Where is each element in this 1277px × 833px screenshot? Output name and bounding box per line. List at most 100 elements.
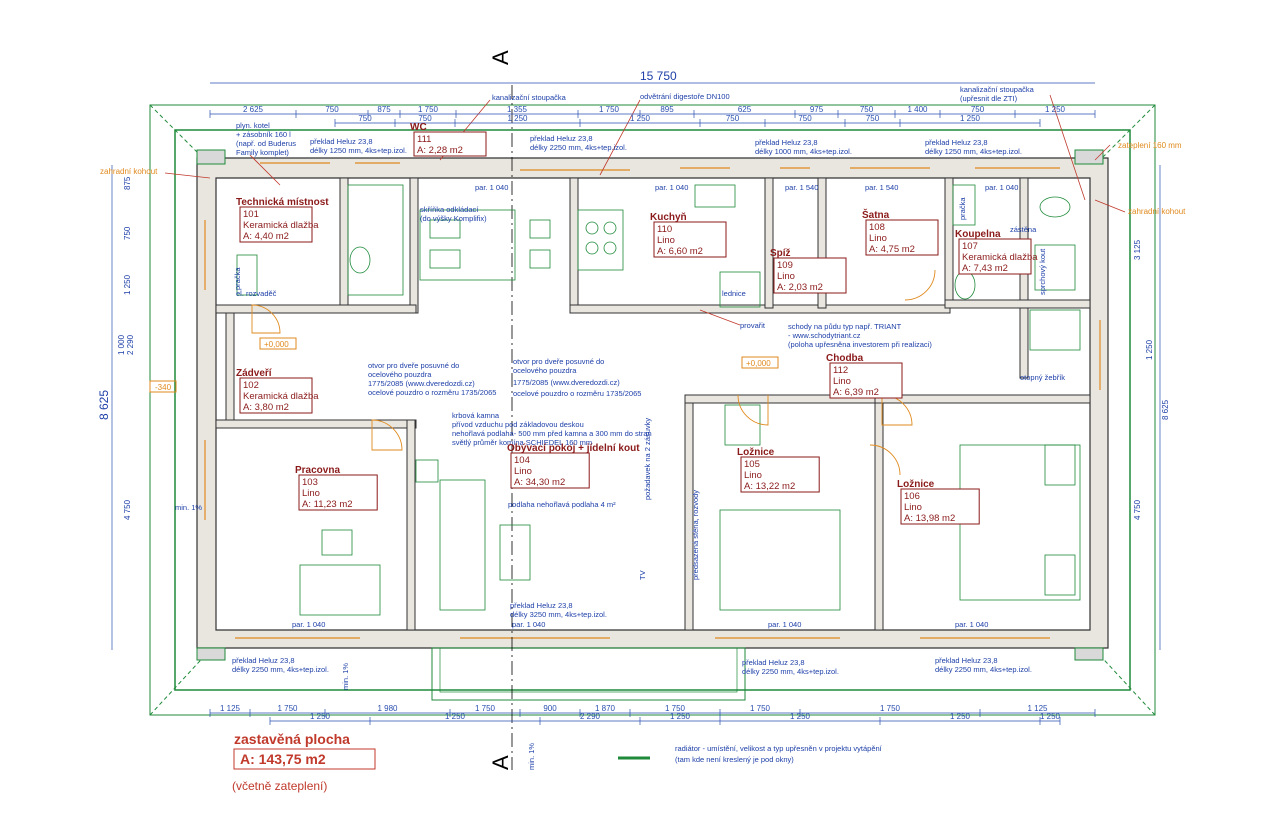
window-lintels bbox=[204, 162, 1101, 639]
podlaha: podlaha nehořlavá podlaha 4 m² bbox=[508, 500, 616, 509]
otvor2-b: ocelového pouzdra bbox=[513, 366, 577, 375]
otvor2-c: 1775/2085 (www.dveredozdi.cz) bbox=[513, 378, 620, 387]
kanal-left-label: kanalizační stoupačka bbox=[492, 93, 567, 102]
kanal-right-label: kanalizační stoupačka bbox=[960, 85, 1035, 94]
room-num: 108 bbox=[869, 222, 885, 233]
summary-note: (včetně zateplení) bbox=[232, 779, 327, 793]
room-floor: Keramická dlažba bbox=[243, 220, 319, 231]
kamna-2: přívod vzduchu pod základovou deskou bbox=[452, 420, 584, 429]
corner-pillars bbox=[196, 149, 1104, 661]
dim-bottom-outer-9: 1 125 bbox=[1027, 704, 1048, 713]
room-name: Kuchyň bbox=[650, 212, 687, 223]
dim-top-outer-11: 750 bbox=[971, 105, 985, 114]
terrace-inner bbox=[439, 647, 738, 693]
preklad-6b: délky 3250 mm, 4ks+tep.izol. bbox=[510, 610, 607, 619]
lednice: lednice bbox=[722, 289, 746, 298]
room-area: A: 6,39 m2 bbox=[833, 387, 879, 398]
room-name: Ložnice bbox=[897, 479, 935, 490]
preklad-7a: překlad Heluz 23,8 bbox=[742, 658, 805, 667]
dim-bottom-outer-0: 1 125 bbox=[220, 704, 241, 713]
room-area: A: 11,23 m2 bbox=[302, 499, 353, 510]
dim-left-5: 2 290 bbox=[126, 334, 135, 355]
dim-left-1: 875 bbox=[123, 176, 132, 190]
room-area: A: 2,03 m2 bbox=[777, 282, 823, 293]
overall-width: 15 750 bbox=[640, 69, 677, 83]
par-8: par. 1 040 bbox=[768, 620, 801, 629]
kanal-right-note: (upřesnit dle ZTI) bbox=[960, 94, 1018, 103]
dim-left-4: 1 000 bbox=[117, 334, 126, 355]
preklad-3b: délky 1000 mm, 4ks+tep.izol. bbox=[755, 147, 852, 156]
dim-bottom-outer-5: 1 870 bbox=[595, 704, 616, 713]
room-area: A: 4,40 m2 bbox=[243, 231, 289, 242]
zastena: zástěna bbox=[1010, 225, 1037, 234]
min-slope-2: min. 1% bbox=[341, 663, 350, 690]
room-floor: Lino bbox=[657, 235, 675, 246]
preklad-4a: překlad Heluz 23,8 bbox=[925, 138, 988, 147]
kamna-4: světlý průměr komína SCHIEDEL 160 mm bbox=[452, 438, 592, 447]
tv: TV bbox=[638, 570, 647, 580]
par-2: par. 1 040 bbox=[655, 183, 688, 192]
room-area: A: 2,28 m2 bbox=[417, 145, 463, 156]
room-num: 109 bbox=[777, 260, 793, 271]
skrin-2: (do výšky Komplifix) bbox=[420, 214, 487, 223]
door-swings bbox=[251, 269, 936, 476]
exterior-wall bbox=[196, 157, 1109, 649]
dim-left-3: 1 250 bbox=[123, 274, 132, 295]
kamna-3: nehořlavá podlaha- 500 mm před kamna a 3… bbox=[452, 429, 652, 438]
pozadavek: požadavek na 2 zásuvky bbox=[643, 418, 652, 500]
room-area: A: 13,98 m2 bbox=[904, 513, 955, 524]
summary-area: A: 143,75 m2 bbox=[240, 751, 326, 767]
overall-depth-right: 8 625 bbox=[1161, 399, 1170, 420]
preklad-5a: překlad Heluz 23,8 bbox=[232, 656, 295, 665]
preklad-2a: překlad Heluz 23,8 bbox=[530, 134, 593, 143]
kotel-2: + zásobník 160 l bbox=[236, 130, 291, 139]
dim-right-2: 1 250 bbox=[1145, 339, 1154, 360]
otvor1-a: otvor pro dveře posuvné do bbox=[368, 361, 459, 370]
dim-top-outer-3: 1 750 bbox=[418, 105, 439, 114]
pracka: pračka bbox=[233, 267, 242, 290]
dim-bottom-outer-3: 1 750 bbox=[475, 704, 496, 713]
odvetrani-label: odvětrání digestoře DN100 bbox=[640, 92, 730, 101]
dim-top-inner-4: 750 bbox=[726, 114, 740, 123]
preklad-8a: překlad Heluz 23,8 bbox=[935, 656, 998, 665]
room-name: Šatna bbox=[862, 208, 890, 221]
dim-top-inner-5: 750 bbox=[798, 114, 812, 123]
dim-top-outer-5: 1 750 bbox=[599, 105, 620, 114]
dim-top-outer-7: 625 bbox=[738, 105, 752, 114]
dim-bottom-outer-6: 1 750 bbox=[665, 704, 686, 713]
room-num: 105 bbox=[744, 459, 760, 470]
dim-bottom-inner-6: 1 250 bbox=[1040, 712, 1061, 721]
dim-top-inner-6: 750 bbox=[866, 114, 880, 123]
room-floor: Lino bbox=[514, 466, 532, 477]
room-area: A: 6,60 m2 bbox=[657, 246, 703, 257]
room-num: 111 bbox=[417, 134, 431, 145]
room-floor: Lino bbox=[904, 502, 922, 513]
room-area: A: 13,22 m2 bbox=[744, 481, 795, 492]
dim-bottom-outer-8: 1 750 bbox=[880, 704, 901, 713]
min-slope-3: min. 1% bbox=[527, 743, 536, 770]
room-num: 103 bbox=[302, 477, 318, 488]
room-name: WC bbox=[410, 122, 427, 133]
preklad-8b: délky 2250 mm, 4ks+tep.izol. bbox=[935, 665, 1032, 674]
room-floor: Lino bbox=[777, 271, 795, 282]
schody-1: schody na půdu typ např. TRIANT bbox=[788, 322, 902, 331]
insulation-outline bbox=[174, 129, 1131, 691]
dim-top-outer-8: 975 bbox=[810, 105, 824, 114]
dim-bottom-outer-4: 900 bbox=[543, 704, 557, 713]
room-name: Technická místnost bbox=[236, 197, 329, 208]
otopny: otopný žebřík bbox=[1020, 373, 1065, 382]
dim-top-outer-6: 895 bbox=[660, 105, 674, 114]
preklad-6a: překlad Heluz 23,8 bbox=[510, 601, 573, 610]
overall-depth-left: 8 625 bbox=[97, 390, 111, 420]
